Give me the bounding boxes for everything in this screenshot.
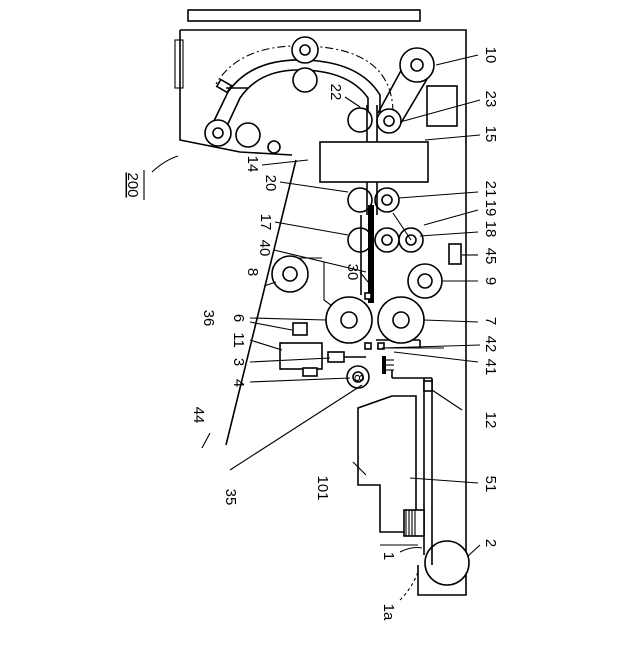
label-1a: 1a <box>380 604 397 621</box>
label-36: 36 <box>200 310 217 327</box>
slanted-cover <box>226 160 296 445</box>
label-41: 41 <box>482 359 499 376</box>
left-roller-b <box>236 123 260 147</box>
label-7: 7 <box>482 317 499 325</box>
unit-23-box <box>427 86 457 126</box>
label-2: 2 <box>482 539 499 547</box>
label-10: 10 <box>482 47 499 64</box>
unit-11 <box>280 343 322 369</box>
label-51: 51 <box>482 476 499 493</box>
label-42: 42 <box>482 336 499 353</box>
label-200: 200 <box>124 172 141 197</box>
label-4: 4 <box>230 379 247 387</box>
label-9: 9 <box>482 277 499 285</box>
stopper-12 <box>424 381 432 391</box>
label-35: 35 <box>222 489 239 506</box>
label-15: 15 <box>482 126 499 143</box>
sensor-45 <box>449 244 461 264</box>
label-8-roller: 8 <box>351 374 367 382</box>
cassette-101 <box>358 356 432 565</box>
label-3: 3 <box>230 358 247 366</box>
top-cover <box>188 10 420 21</box>
upper-roller-b <box>293 68 317 92</box>
unit-36 <box>293 323 307 335</box>
small-roller <box>268 141 280 153</box>
label-12: 12 <box>482 412 499 429</box>
label-22: 22 <box>327 84 344 101</box>
label-6: 6 <box>230 314 247 322</box>
label-40: 40 <box>256 240 273 257</box>
arm-3 <box>328 352 344 362</box>
medium-30 <box>368 205 374 303</box>
leader-lines <box>152 55 480 600</box>
label-19: 19 <box>482 200 499 217</box>
side-plate <box>175 40 183 88</box>
label-45: 45 <box>482 248 499 265</box>
guide-hinge <box>217 80 231 93</box>
label-1: 1 <box>380 552 397 560</box>
head-15 <box>320 142 428 182</box>
label-8-left: 8 <box>244 268 261 276</box>
label-30: 30 <box>344 264 361 281</box>
label-21: 21 <box>482 181 499 198</box>
label-23: 23 <box>482 91 499 108</box>
label-18: 18 <box>482 221 499 238</box>
label-11: 11 <box>230 332 247 348</box>
label-14: 14 <box>244 156 261 173</box>
roller-22 <box>348 108 372 132</box>
housing-outline <box>175 10 466 595</box>
label-101: 101 <box>314 475 331 500</box>
label-20: 20 <box>262 175 279 192</box>
label-17: 17 <box>257 214 274 231</box>
label-44: 44 <box>190 407 207 424</box>
